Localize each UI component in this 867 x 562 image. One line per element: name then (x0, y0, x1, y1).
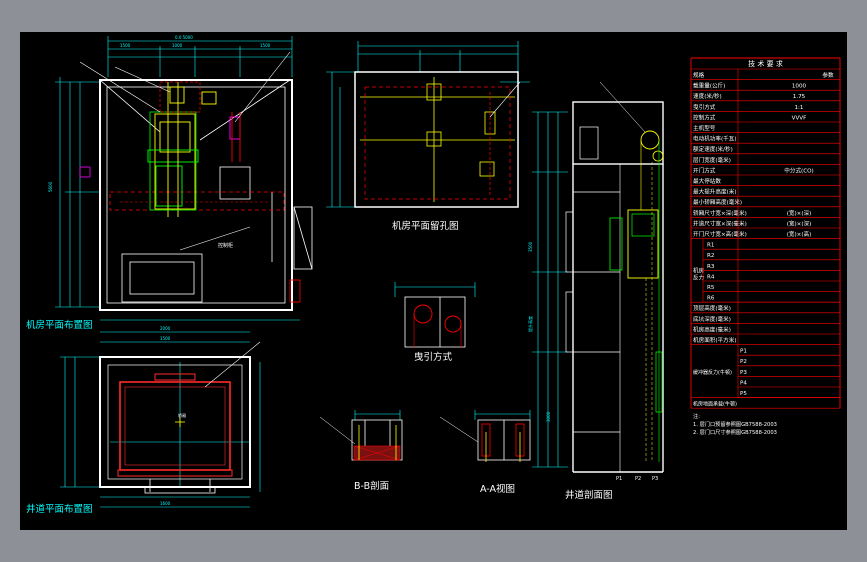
spec-reaction-label: 机房 (693, 266, 705, 274)
title-machine-room-holes: 机房平面留孔图 (392, 220, 459, 232)
spec-title: 技 术 要 求 (748, 59, 783, 68)
svg-text:1500: 1500 (160, 336, 171, 341)
spec-row-label: 开门方式 (693, 166, 716, 174)
title-section-bb: B-B剖面 (354, 480, 389, 492)
spec-row-value: (宽)×(深) (787, 219, 812, 227)
spec-pit-label: 机房面积(平方米) (693, 336, 737, 344)
spec-note: 注: (693, 412, 700, 420)
spec-note: 1. 层门口预留参照图GB7588-2003 (693, 420, 777, 428)
spec-row-label: 最小轿厢高度(毫米) (693, 198, 742, 206)
spec-row-label: 轿厢尺寸宽×深(毫米) (693, 209, 747, 217)
title-hoistway-layout: 井道平面布置图 (26, 503, 93, 515)
spec-header-col1: 规格 (693, 71, 705, 79)
spec-row-label: 速度(米/秒) (693, 92, 722, 100)
spec-buffer-row: P2 (740, 359, 747, 365)
spec-reaction-row: R1 (707, 243, 715, 249)
spec-row-label: 最大停站数 (693, 177, 721, 185)
spec-reaction-row: R6 (707, 296, 715, 302)
svg-text:3500: 3500 (528, 241, 533, 252)
spec-reaction-row: R3 (707, 264, 715, 270)
section-bb: B-B剖面 (319, 410, 403, 492)
car-label: 轿厢 (178, 412, 186, 418)
svg-text:1500: 1500 (260, 43, 271, 48)
svg-text:0.0 5000: 0.0 5000 (175, 35, 193, 40)
spec-row-value: VVVF (792, 115, 807, 121)
spec-row-label: 电动机功率(千瓦) (693, 135, 737, 143)
spec-row-label: 载重量(公斤) (693, 82, 725, 90)
machine-room-plan: 0.0 5000 1500 1000 1500 5600 控制柜 机房平面布置图 (26, 35, 313, 331)
spec-row-value: 1000 (792, 84, 807, 90)
spec-reaction-row: R2 (707, 253, 714, 259)
spec-row-label: 额定速度(米/秒) (693, 145, 733, 153)
spec-row-value: (宽)×(深) (787, 209, 812, 217)
spec-pit-label: 顶层高度(毫米) (693, 304, 731, 312)
spec-row-label: 层门宽度(毫米) (693, 156, 731, 164)
spec-footer-label: 机房地面承载(牛顿) (693, 401, 737, 408)
svg-text:5600: 5600 (48, 181, 53, 192)
svg-text:1600: 1600 (160, 501, 171, 506)
svg-text:提升高度: 提升高度 (527, 316, 533, 332)
spec-buffer-row: P4 (740, 380, 747, 386)
title-hoistway-section: 井道剖面图 (565, 489, 613, 501)
spec-header-col2: 参数 (822, 71, 834, 79)
spec-row-label: 最大提升高度(米) (693, 188, 737, 196)
buffer-p1: P1 (616, 476, 622, 482)
title-view-aa: A-A视图 (480, 483, 515, 495)
machine-room-label: 控制柜 (218, 242, 233, 249)
spec-buffer-row: P1 (740, 349, 747, 355)
cad-drawing: 0.0 5000 1500 1000 1500 5600 控制柜 机房平面布置图 (26, 35, 841, 515)
machine-room-holes-plan: 机房平面留孔图 (326, 41, 530, 232)
spec-row-label: 控制方式 (693, 113, 716, 121)
title-traction-mode: 曳引方式 (414, 351, 453, 363)
svg-text:1000: 1000 (172, 43, 183, 48)
spec-reaction-label-2: 反力 (693, 273, 705, 281)
spec-row-label: 开门尺寸宽×高(毫米) (693, 230, 747, 238)
spec-row-label: 曳引方式 (693, 103, 716, 111)
spec-row-value: 1.75 (793, 94, 806, 100)
svg-text:2000: 2000 (160, 326, 171, 331)
buffer-p2: P2 (635, 476, 641, 482)
spec-row-value: (宽)×(高) (787, 230, 812, 238)
spec-row-value: 中分式(CO) (784, 166, 813, 174)
svg-text:3000: 3000 (546, 411, 551, 422)
title-machine-room-layout: 机房平面布置图 (26, 319, 93, 331)
spec-row-label: 井道尺寸宽×深(毫米) (693, 219, 747, 227)
view-aa: A-A视图 (439, 410, 531, 495)
svg-text:1500: 1500 (120, 43, 131, 48)
hoistway-section: P1 P2 P3 3500 提升高度 3000 井道剖面图 (527, 81, 664, 501)
spec-reaction-row: R5 (707, 285, 715, 291)
spec-row-label: 主机型号 (693, 124, 716, 132)
spec-buffer-row: P5 (740, 391, 747, 397)
spec-pit-label: 底坑深度(毫米) (693, 315, 731, 323)
spec-buffer-label: 缓冲器反力(牛顿) (693, 369, 732, 376)
buffer-p3: P3 (652, 476, 658, 482)
spec-reaction-row: R4 (707, 274, 715, 280)
spec-note: 2. 层门口尺寸参照图GB7588-2003 (693, 428, 777, 436)
hoistway-plan: 2000 1500 1600 轿厢 井道平面布置图 (26, 326, 261, 515)
drawing-sheet: 0.0 5000 1500 1000 1500 5600 控制柜 机房平面布置图 (20, 32, 847, 530)
spec-buffer-row: P3 (740, 370, 747, 376)
spec-row-value: 1:1 (794, 105, 803, 111)
traction-mode-diagram: 曳引方式 (394, 282, 476, 363)
spec-pit-label: 机房高度(毫米) (693, 325, 731, 333)
